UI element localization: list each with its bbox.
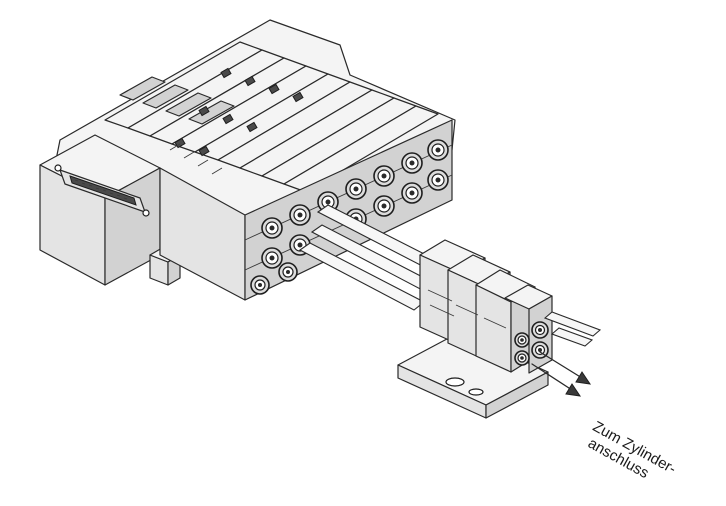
connecting-tubes (298, 204, 442, 311)
valve-block (397, 239, 602, 419)
cylinder-arrows (531, 351, 592, 397)
manifold-fittings (250, 139, 449, 295)
valve-stations (104, 41, 439, 193)
